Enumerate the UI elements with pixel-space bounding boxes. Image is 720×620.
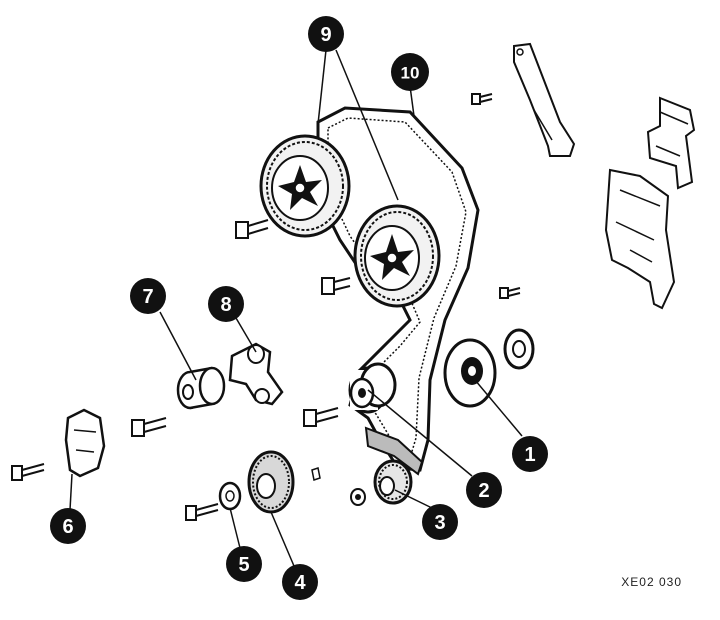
bolt-right: [499, 287, 521, 299]
camshaft-pulley-left: [259, 134, 351, 238]
lower-sprocket-teeth: [364, 426, 424, 476]
bolt-washer: [185, 503, 219, 521]
callout-4: 4: [282, 564, 318, 600]
callout-8: 8: [208, 286, 244, 322]
callout-10-label: 10: [401, 64, 420, 83]
callout-3: 3: [422, 504, 458, 540]
callout-3-label: 3: [434, 512, 445, 534]
crankshaft-sprocket: [373, 459, 413, 505]
tensioner-pulley: [443, 338, 497, 408]
tensioner-arm: [228, 342, 284, 406]
upper-cover-bracket: [513, 42, 576, 157]
sprocket-gear: [247, 450, 295, 514]
callout-6: 6: [50, 508, 86, 544]
callout-9: 9: [308, 16, 344, 52]
callout-4-label: 4: [294, 572, 306, 594]
callout-9-label: 9: [320, 24, 331, 46]
callout-1: 1: [512, 436, 548, 472]
callout-7: 7: [130, 278, 166, 314]
figure-reference-code: XE02 030: [621, 575, 682, 589]
bolt-center: [321, 277, 351, 295]
idler-roller: [176, 366, 226, 410]
callout-5: 5: [226, 546, 262, 582]
callout-10: 10: [391, 53, 429, 91]
bolt-idler: [303, 407, 339, 427]
callout-1-label: 1: [524, 444, 535, 466]
callout-5-label: 5: [238, 554, 249, 576]
callout-2: 2: [466, 472, 502, 508]
washer: [503, 328, 535, 370]
bolt-top: [471, 93, 493, 105]
callout-6-label: 6: [62, 516, 73, 538]
callout-2-label: 2: [478, 480, 489, 502]
idler-pulley: [348, 362, 397, 414]
bolt-cam-left: [235, 219, 269, 239]
flange-washer: [218, 481, 242, 511]
bolt-roller: [131, 417, 167, 437]
tensioner-bracket: [64, 408, 106, 478]
bolt-bracket: [11, 463, 45, 481]
nut: [350, 488, 366, 506]
rear-cover-upper: [646, 96, 696, 190]
rear-cover-lower: [604, 168, 676, 310]
callout-7-label: 7: [142, 286, 153, 308]
leader-lines: [69, 49, 523, 567]
callout-8-label: 8: [220, 294, 231, 316]
camshaft-pulley-right: [353, 204, 441, 308]
small-pin: [311, 467, 321, 481]
